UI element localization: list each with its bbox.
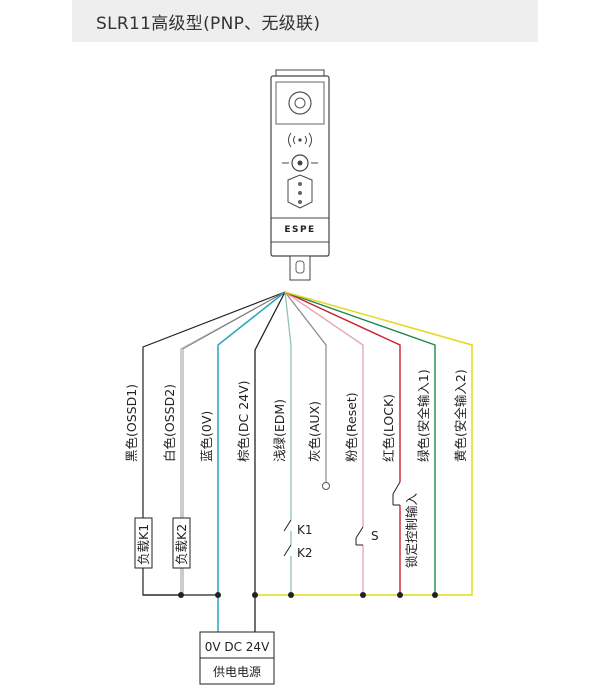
junction-dot	[252, 592, 258, 598]
wire-green-input1	[284, 291, 436, 595]
indicator-led-3-icon	[298, 200, 302, 204]
wireless-signal-icon	[288, 132, 312, 148]
device-brand-label: ESPE	[284, 225, 315, 235]
aux-terminal-icon	[322, 482, 330, 490]
wire-lightgreen-edm	[284, 291, 292, 595]
junction-dot	[178, 592, 184, 598]
wire-brown-24v	[254, 291, 286, 632]
junction-dot	[432, 592, 438, 598]
contact-k2-icon	[283, 544, 292, 557]
wire-label: 绿色(安全输入1)	[416, 369, 431, 462]
lens-inner-icon	[294, 97, 306, 109]
load-k1-label: 负载K1	[136, 524, 151, 565]
wire-label: 蓝色(0V)	[199, 411, 214, 462]
power-supply: 0V DC 24V 供电电源	[199, 631, 275, 685]
junction-dot	[397, 592, 403, 598]
load-k1: 负载K1	[134, 517, 153, 569]
sensor-device: ESPE	[270, 69, 330, 281]
lock-switch: 锁定控制输入	[392, 481, 419, 568]
reset-switch-label: S	[371, 529, 379, 543]
indicator-led-2-icon	[298, 191, 302, 195]
power-supply-voltage: 0V DC 24V	[205, 640, 270, 654]
indicator-led-1-icon	[298, 182, 302, 186]
lock-switch-icon	[392, 481, 401, 495]
junction-dot	[288, 592, 294, 598]
edm-contacts: K1 K2	[283, 519, 313, 565]
reset-switch-icon	[355, 526, 364, 539]
wire-label: 红色(LOCK)	[381, 394, 396, 462]
junction-dot	[215, 592, 221, 598]
wire-blue-0v	[217, 291, 286, 632]
power-supply-name: 供电电源	[213, 665, 261, 679]
wire-label: 灰色(AUX)	[307, 401, 322, 462]
junction-dots	[178, 592, 438, 598]
diagram-title: SLR11高级型(PNP、无级联)	[96, 14, 321, 34]
contact-k1-label: K1	[297, 523, 313, 537]
wire-gray-aux	[284, 291, 330, 490]
wire-label: 白色(OSSD2)	[162, 384, 177, 462]
load-k2-label: 负载K2	[174, 524, 189, 565]
wire-label: 黑色(OSSD1)	[124, 384, 139, 462]
wire-red-lock	[284, 291, 401, 595]
wire-label: 粉色(Reset)	[344, 392, 359, 462]
contact-k2-label: K2	[297, 546, 313, 560]
wire-white-ossd2	[180, 291, 286, 595]
connector-slot	[295, 260, 305, 274]
junction-dot	[360, 592, 366, 598]
title-bar: SLR11高级型(PNP、无级联)	[72, 0, 538, 42]
wire-label: 浅绿(EDM)	[272, 399, 287, 462]
load-k2: 负载K2	[172, 517, 191, 569]
key-sensor-center-icon	[297, 160, 303, 166]
wire-label: 黄色(安全输入2)	[453, 369, 468, 462]
wire-label: 棕色(DC 24V)	[236, 380, 251, 462]
reset-switch: S	[355, 526, 379, 546]
wire-labels: 黑色(OSSD1) 白色(OSSD2) 蓝色(0V) 棕色(DC 24V) 浅绿…	[124, 369, 468, 462]
wire-pink-reset	[284, 291, 364, 595]
contact-k1-icon	[283, 519, 292, 532]
lock-input-label: 锁定控制输入	[404, 492, 419, 568]
